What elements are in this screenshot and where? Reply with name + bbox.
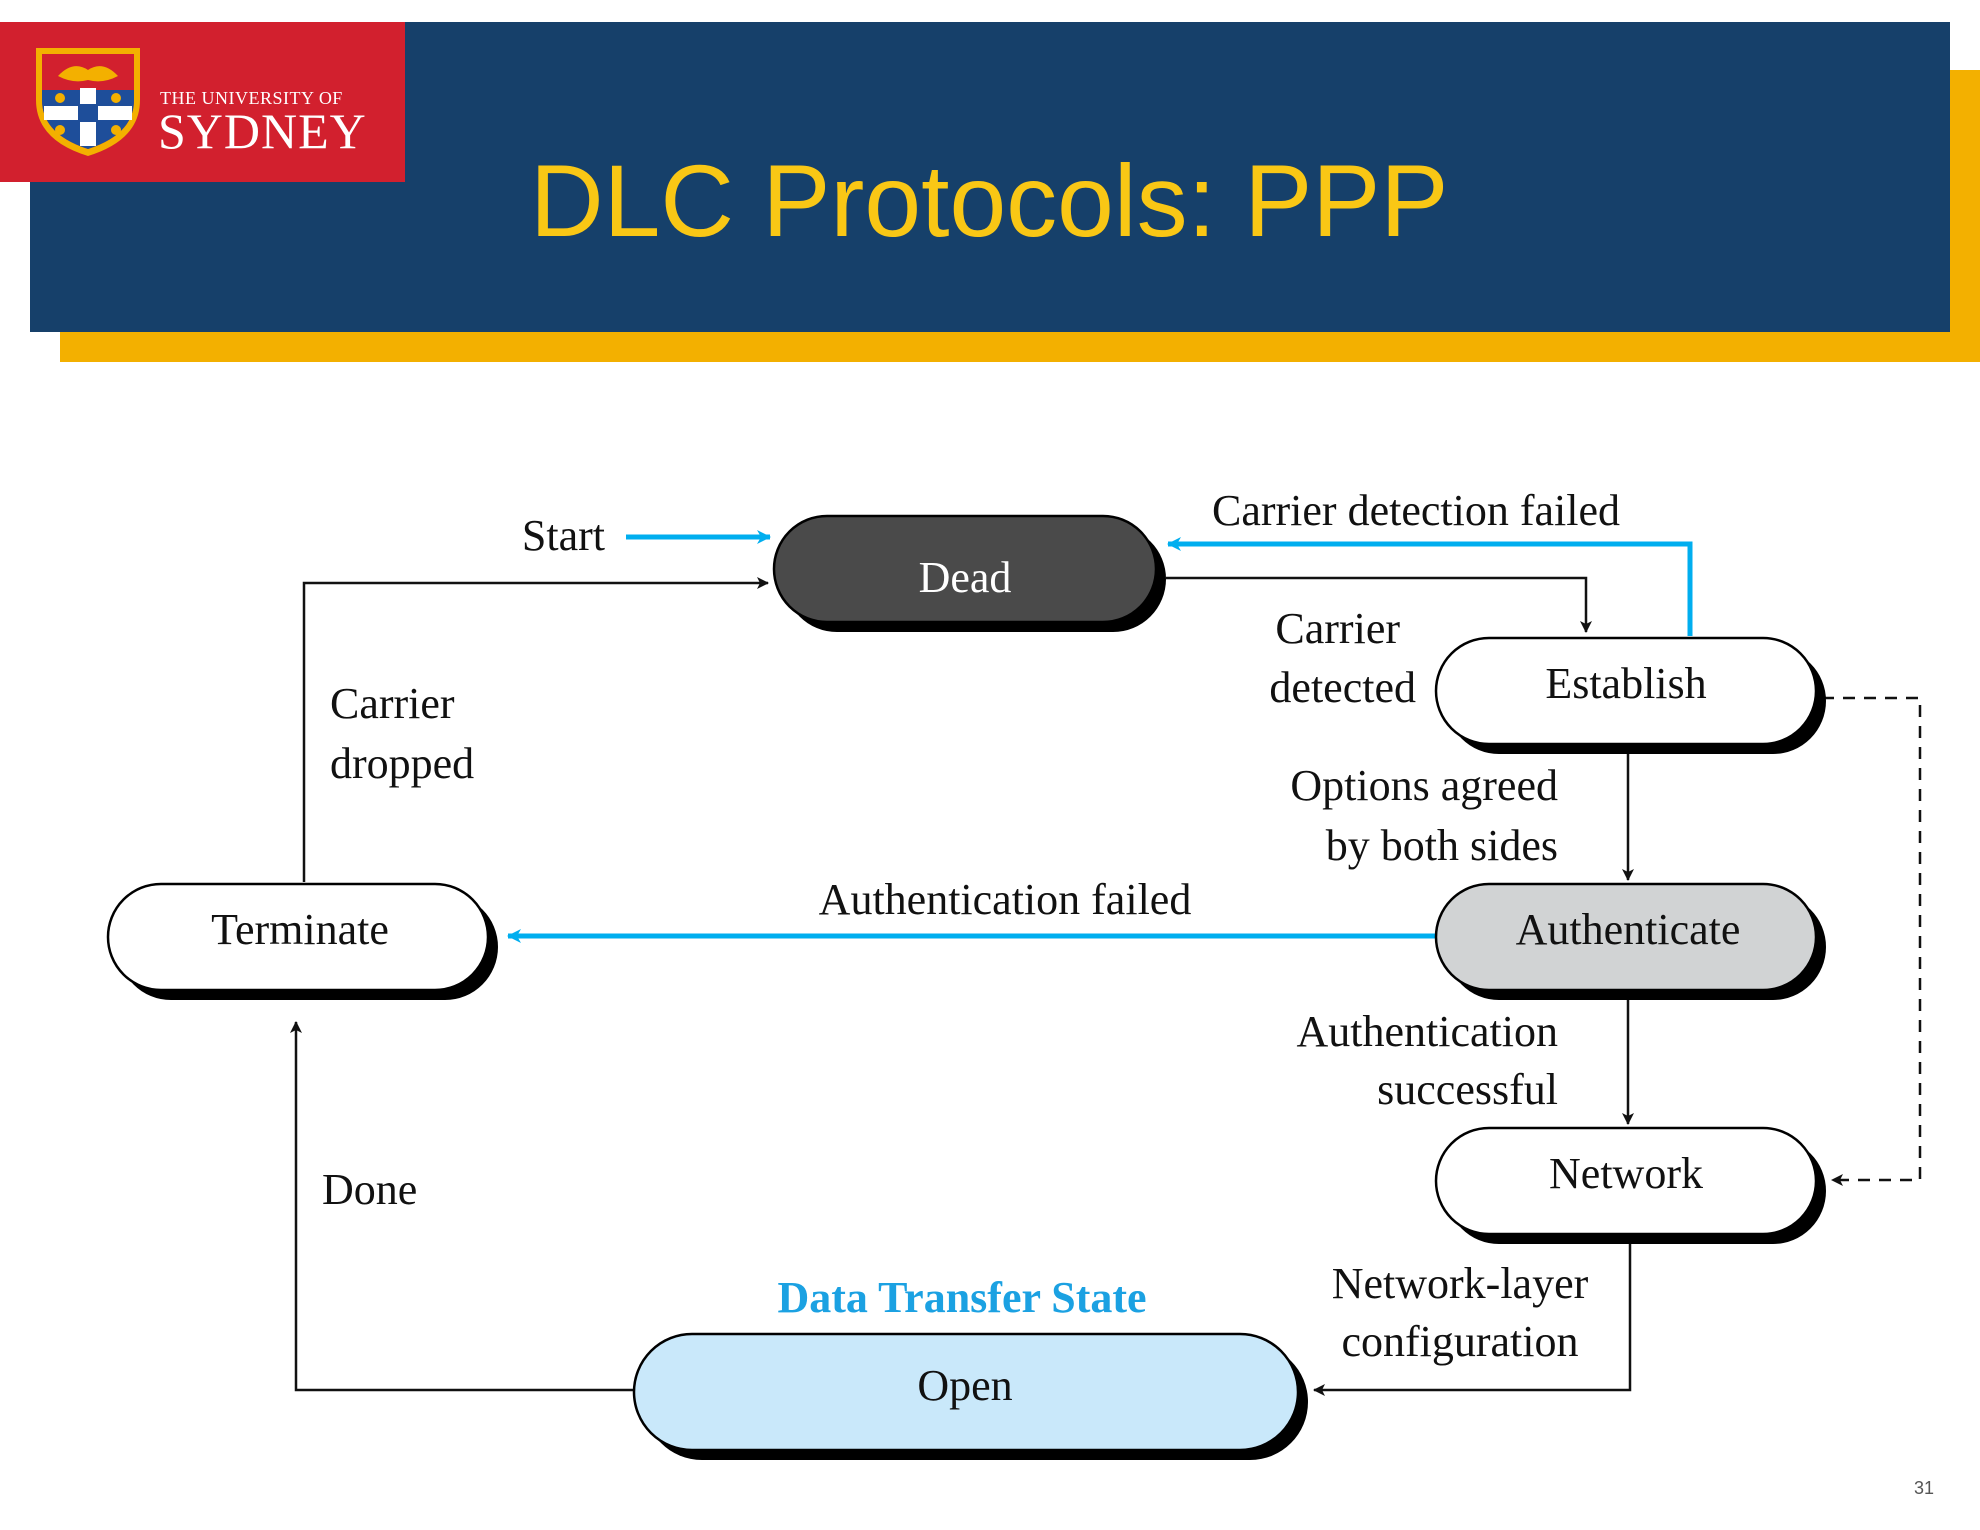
options-agreed-label-line1: Options agreed [1290, 761, 1558, 810]
logo-university-line: THE UNIVERSITY OF [160, 88, 343, 108]
authentication-failed-label: Authentication failed [819, 875, 1192, 924]
state-terminate-label: Terminate [211, 905, 389, 954]
carrier-dropped-label-line2: dropped [330, 739, 474, 788]
authentication-successful-label-line2: successful [1377, 1065, 1558, 1114]
establish-network-dashed-arrow [1822, 696, 1922, 1186]
data-transfer-state-label: Data Transfer State [777, 1273, 1146, 1322]
state-network: Network [1434, 1126, 1826, 1244]
connectors [290, 530, 1922, 1396]
logo-university-name: SYDNEY [158, 103, 367, 159]
state-dead-label: Dead [919, 553, 1012, 602]
transition-labels: Start Carrier detection failed Carrier d… [322, 486, 1620, 1366]
state-open-label: Open [917, 1361, 1012, 1410]
state-establish-label: Establish [1545, 659, 1706, 708]
done-label: Done [322, 1165, 417, 1214]
state-network-label: Network [1549, 1149, 1703, 1198]
done-arrow [290, 1021, 634, 1392]
carrier-detected-label-line2: detected [1269, 663, 1416, 712]
carrier-detected-arrow [1166, 576, 1592, 633]
options-agreed-label-line2: by both sides [1326, 821, 1558, 870]
state-dead: Dead [772, 514, 1166, 632]
authentication-successful-label-line1: Authentication [1297, 1007, 1559, 1056]
network-layer-config-label-line1: Network-layer [1332, 1259, 1589, 1308]
page-number: 31 [1914, 1478, 1935, 1498]
network-layer-config-arrow [1313, 1236, 1632, 1396]
slide-title: DLC Protocols: PPP [530, 144, 1449, 258]
state-terminate: Terminate [106, 882, 498, 1000]
carrier-dropped-arrow [302, 577, 769, 882]
carrier-dropped-label-line1: Carrier [330, 679, 455, 728]
start-label: Start [522, 511, 605, 560]
state-authenticate-label: Authenticate [1516, 905, 1741, 954]
state-authenticate: Authenticate [1434, 882, 1826, 1000]
carrier-detection-failed-arrow [1167, 537, 1693, 636]
state-establish: Establish [1434, 636, 1826, 754]
network-layer-config-label-line2: configuration [1341, 1317, 1578, 1366]
university-logo: THE UNIVERSITY OF SYDNEY [0, 22, 405, 182]
carrier-detection-failed-label: Carrier detection failed [1212, 486, 1620, 535]
carrier-detected-label-line1: Carrier [1275, 604, 1400, 653]
state-open: Open [632, 1332, 1308, 1460]
crest-icon [36, 48, 140, 156]
